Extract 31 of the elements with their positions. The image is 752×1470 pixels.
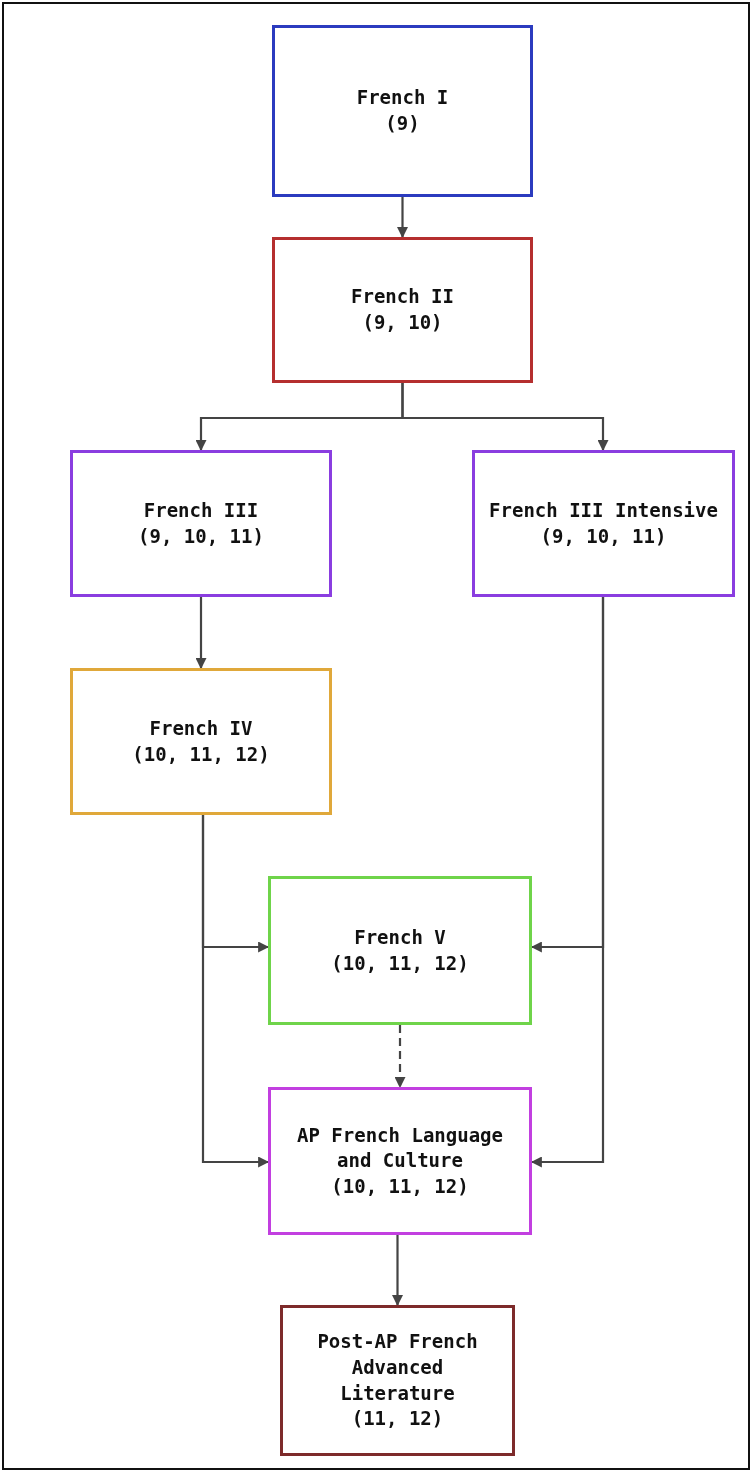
course-name: French I	[356, 85, 449, 111]
arrow	[401, 383, 609, 452]
course-name: Post-AP French Advanced Literature	[316, 1329, 479, 1406]
arrow	[392, 1235, 403, 1307]
grade-levels: (9, 10, 11)	[138, 523, 264, 549]
arrow	[201, 815, 270, 1168]
course-name: French III Intensive	[489, 497, 718, 523]
course-name: French III	[143, 497, 259, 523]
arrow	[530, 597, 605, 1168]
grade-levels: (10, 11, 12)	[331, 1173, 469, 1199]
course-box	[268, 1087, 532, 1235]
course-box	[272, 237, 533, 383]
course-box	[280, 1305, 515, 1456]
arrow	[394, 1025, 406, 1089]
course-name: AP French Language and Culture	[296, 1122, 504, 1174]
arrow	[397, 197, 408, 239]
grade-levels: (9, 10)	[362, 310, 443, 335]
course-box	[70, 668, 332, 815]
grade-levels: (9, 10, 11)	[540, 523, 667, 549]
course-box	[70, 450, 332, 597]
arrow	[195, 597, 207, 670]
course-box	[268, 876, 532, 1025]
grade-levels: (10, 11, 12)	[331, 950, 469, 976]
grade-levels: (9)	[385, 111, 420, 136]
course-name: French IV	[149, 715, 253, 741]
course-name: French V	[354, 924, 446, 950]
course-box	[272, 25, 533, 197]
grade-levels: (10, 11, 12)	[132, 741, 270, 767]
course-box	[472, 450, 735, 597]
grade-levels: (11, 12)	[351, 1406, 444, 1432]
course-name: French II	[351, 284, 454, 310]
